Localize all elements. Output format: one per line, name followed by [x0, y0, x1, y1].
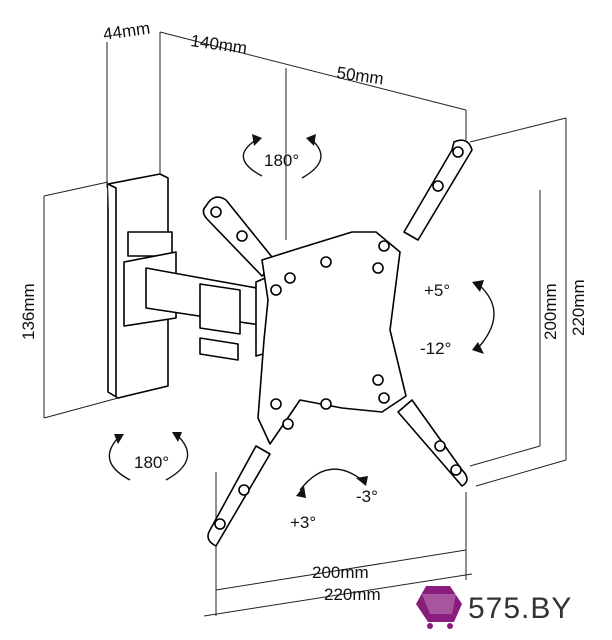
- dim-depth-min: 44mm: [102, 19, 151, 44]
- dim-vesa-v-inner: 200mm: [541, 283, 560, 340]
- arrow-head-icon: [306, 134, 316, 146]
- arrow-head-icon: [172, 432, 182, 442]
- dim-vesa-v-outer: 220mm: [569, 279, 588, 336]
- arrow-head-icon: [252, 134, 262, 146]
- dim-depth-max: 140mm: [189, 31, 248, 58]
- angle-tilt-down: -12°: [420, 339, 451, 358]
- rotation-arrows: [108, 134, 495, 498]
- dim-vesa-h-inner: 200mm: [312, 563, 369, 582]
- brand-logo: 575.BY: [416, 586, 572, 629]
- arrow-head-icon: [472, 280, 484, 292]
- arrow-head-icon: [296, 486, 306, 498]
- angle-bottom-swivel: 180°: [134, 453, 169, 472]
- vesa-bracket: [202, 139, 473, 547]
- angle-rotate-pos: +3°: [290, 513, 316, 532]
- angle-tilt-up: +5°: [424, 281, 450, 300]
- arrow-head-icon: [356, 476, 368, 486]
- dim-offset: 50mm: [335, 63, 384, 88]
- brand-name: 575.BY: [468, 592, 572, 625]
- arrow-head-icon: [114, 434, 124, 444]
- angle-top-swivel: 180°: [264, 151, 299, 170]
- arrow-head-icon: [472, 342, 484, 354]
- cart-icon: [416, 586, 462, 629]
- dim-vesa-h-outer: 220mm: [324, 585, 381, 604]
- dim-height-plate: 136mm: [19, 283, 38, 340]
- angle-rotate-neg: -3°: [356, 487, 378, 506]
